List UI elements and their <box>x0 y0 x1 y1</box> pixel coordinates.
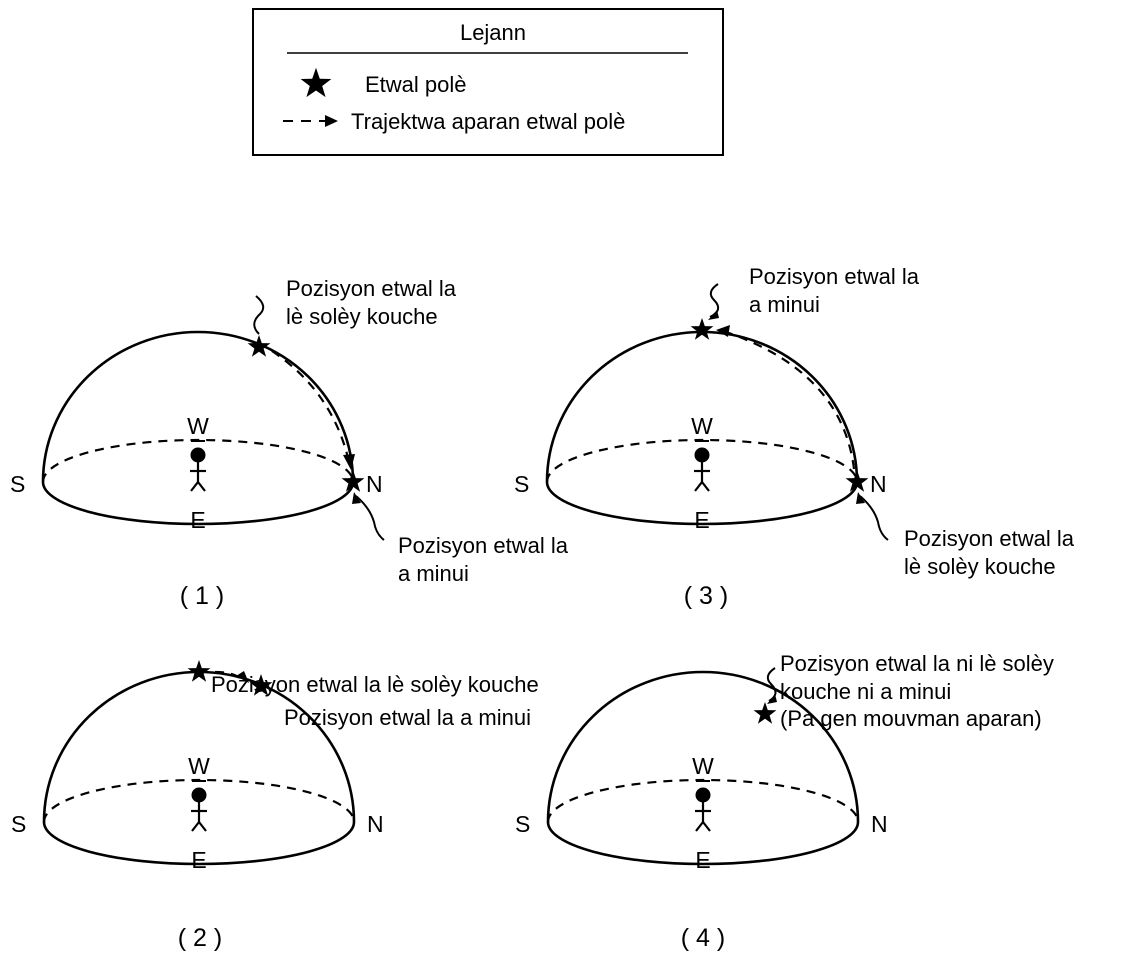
panel-2: W E S N <box>11 660 384 873</box>
south-label: S <box>514 471 529 497</box>
south-label: S <box>11 811 26 837</box>
observer-icon <box>189 786 209 833</box>
panel-3-caption: ( 3 ) <box>684 582 728 610</box>
west-label: W <box>692 753 714 779</box>
panel-2-caption: ( 2 ) <box>178 924 222 952</box>
panel-3-note-a-line-2: a minui <box>749 292 820 317</box>
north-label: N <box>366 471 383 497</box>
panel-1-note-a-line-2: lè solèy kouche <box>286 304 438 329</box>
star-icon <box>247 335 271 357</box>
panel-4: W E S N <box>515 667 888 873</box>
arrow-head-icon <box>236 671 249 683</box>
star-icon <box>341 470 365 492</box>
west-label: W <box>187 413 209 439</box>
panel-2-note-a: Pozisyon etwal la lè solèy kouche <box>211 672 539 697</box>
east-label: E <box>191 847 206 873</box>
panel-1-note-b-line-2: a minui <box>398 561 469 586</box>
panel-1-caption: ( 1 ) <box>180 582 224 610</box>
panel-4-note-line-2: kouche ni a minui <box>780 679 951 704</box>
east-label: E <box>694 507 709 533</box>
panel-3-note-b-line-1: Pozisyon etwal la <box>904 526 1075 551</box>
west-label: W <box>188 753 210 779</box>
legend-path-label: Trajektwa aparan etwal polè <box>351 109 625 134</box>
panel-4-note-line-1: Pozisyon etwal la ni lè solèy <box>780 651 1054 676</box>
east-label: E <box>695 847 710 873</box>
panel-4-note-line-3: (Pa gen mouvman aparan) <box>780 706 1042 731</box>
legend: Lejann Etwal polè Trajektwa aparan etwal… <box>252 8 724 156</box>
star-icon <box>753 702 777 724</box>
legend-title: Lejann <box>460 20 526 45</box>
north-label: N <box>871 811 888 837</box>
star-icon <box>845 470 869 492</box>
dashed-arrow-icon <box>283 115 338 127</box>
arrow-head-icon <box>343 454 355 470</box>
panel-1-note-b-line-1: Pozisyon etwal la <box>398 533 569 558</box>
east-label: E <box>190 507 205 533</box>
panel-4-caption: ( 4 ) <box>681 924 725 952</box>
star-icon <box>187 660 211 682</box>
panel-3-note-b-line-2: lè solèy kouche <box>904 554 1056 579</box>
observer-icon <box>188 446 208 493</box>
north-label: N <box>870 471 887 497</box>
panel-1-note-a-line-1: Pozisyon etwal la <box>286 276 457 301</box>
west-label: W <box>691 413 713 439</box>
observer-icon <box>693 786 713 833</box>
observer-icon <box>692 446 712 493</box>
south-label: S <box>10 471 25 497</box>
star-icon <box>690 318 714 340</box>
legend-star-label: Etwal polè <box>365 72 467 97</box>
north-label: N <box>367 811 384 837</box>
panel-3-note-a-line-1: Pozisyon etwal la <box>749 264 920 289</box>
arrow-head-icon <box>716 325 730 337</box>
panel-1: W E S N <box>10 295 385 541</box>
panel-3: W E S N <box>514 283 889 541</box>
panel-2-note-b: Pozisyon etwal la a minui <box>284 705 531 730</box>
south-label: S <box>515 811 530 837</box>
